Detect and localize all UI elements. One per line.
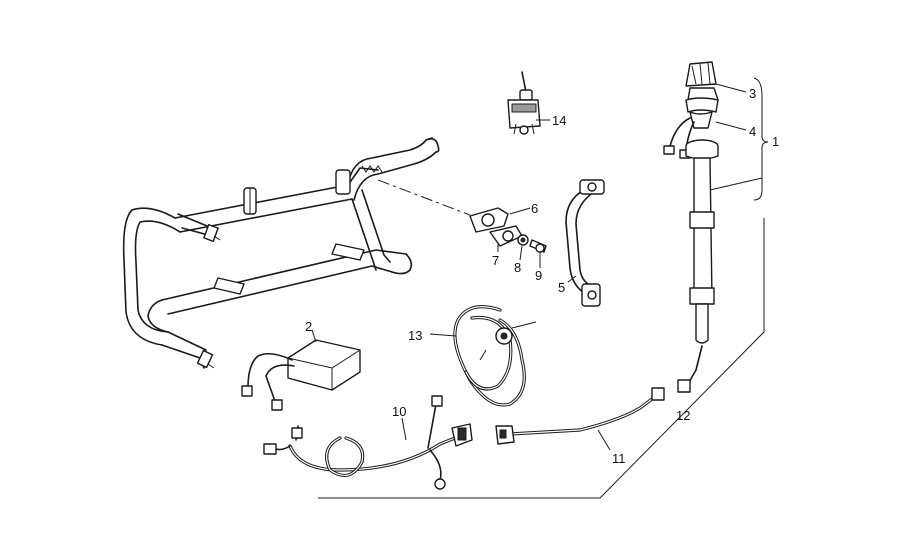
antenna-cable: [495, 387, 665, 445]
callout-12: 12: [676, 408, 690, 423]
callout-10: 10: [392, 404, 406, 419]
callout-5: 5: [558, 280, 565, 295]
stay-bracket: [565, 179, 605, 307]
callout-11: 11: [612, 451, 626, 466]
callout-9: 9: [535, 268, 542, 283]
rack-frame: [122, 137, 471, 369]
group-leaders: [318, 77, 769, 499]
wiring-loom: [453, 305, 537, 407]
callout-13: 13: [408, 328, 422, 343]
control-box: [241, 339, 361, 411]
callout-2: 2: [305, 319, 312, 334]
callout-4: 4: [749, 124, 756, 139]
callout-3: 3: [749, 86, 756, 101]
antenna-assembly: [663, 61, 719, 393]
callout-8: 8: [514, 260, 521, 275]
clamp-assembly: [469, 207, 547, 253]
toggle-switch: [507, 71, 541, 135]
callout-leaders: [311, 83, 747, 451]
callout-14: 14: [552, 113, 566, 128]
callout-1: 1: [772, 134, 779, 149]
callout-7: 7: [492, 253, 499, 268]
harness-cable: [263, 395, 473, 490]
callout-labels: 1 2 3 4 5 6 7 8 9 10 11 12 13 14: [305, 86, 779, 466]
callout-6: 6: [531, 201, 538, 216]
